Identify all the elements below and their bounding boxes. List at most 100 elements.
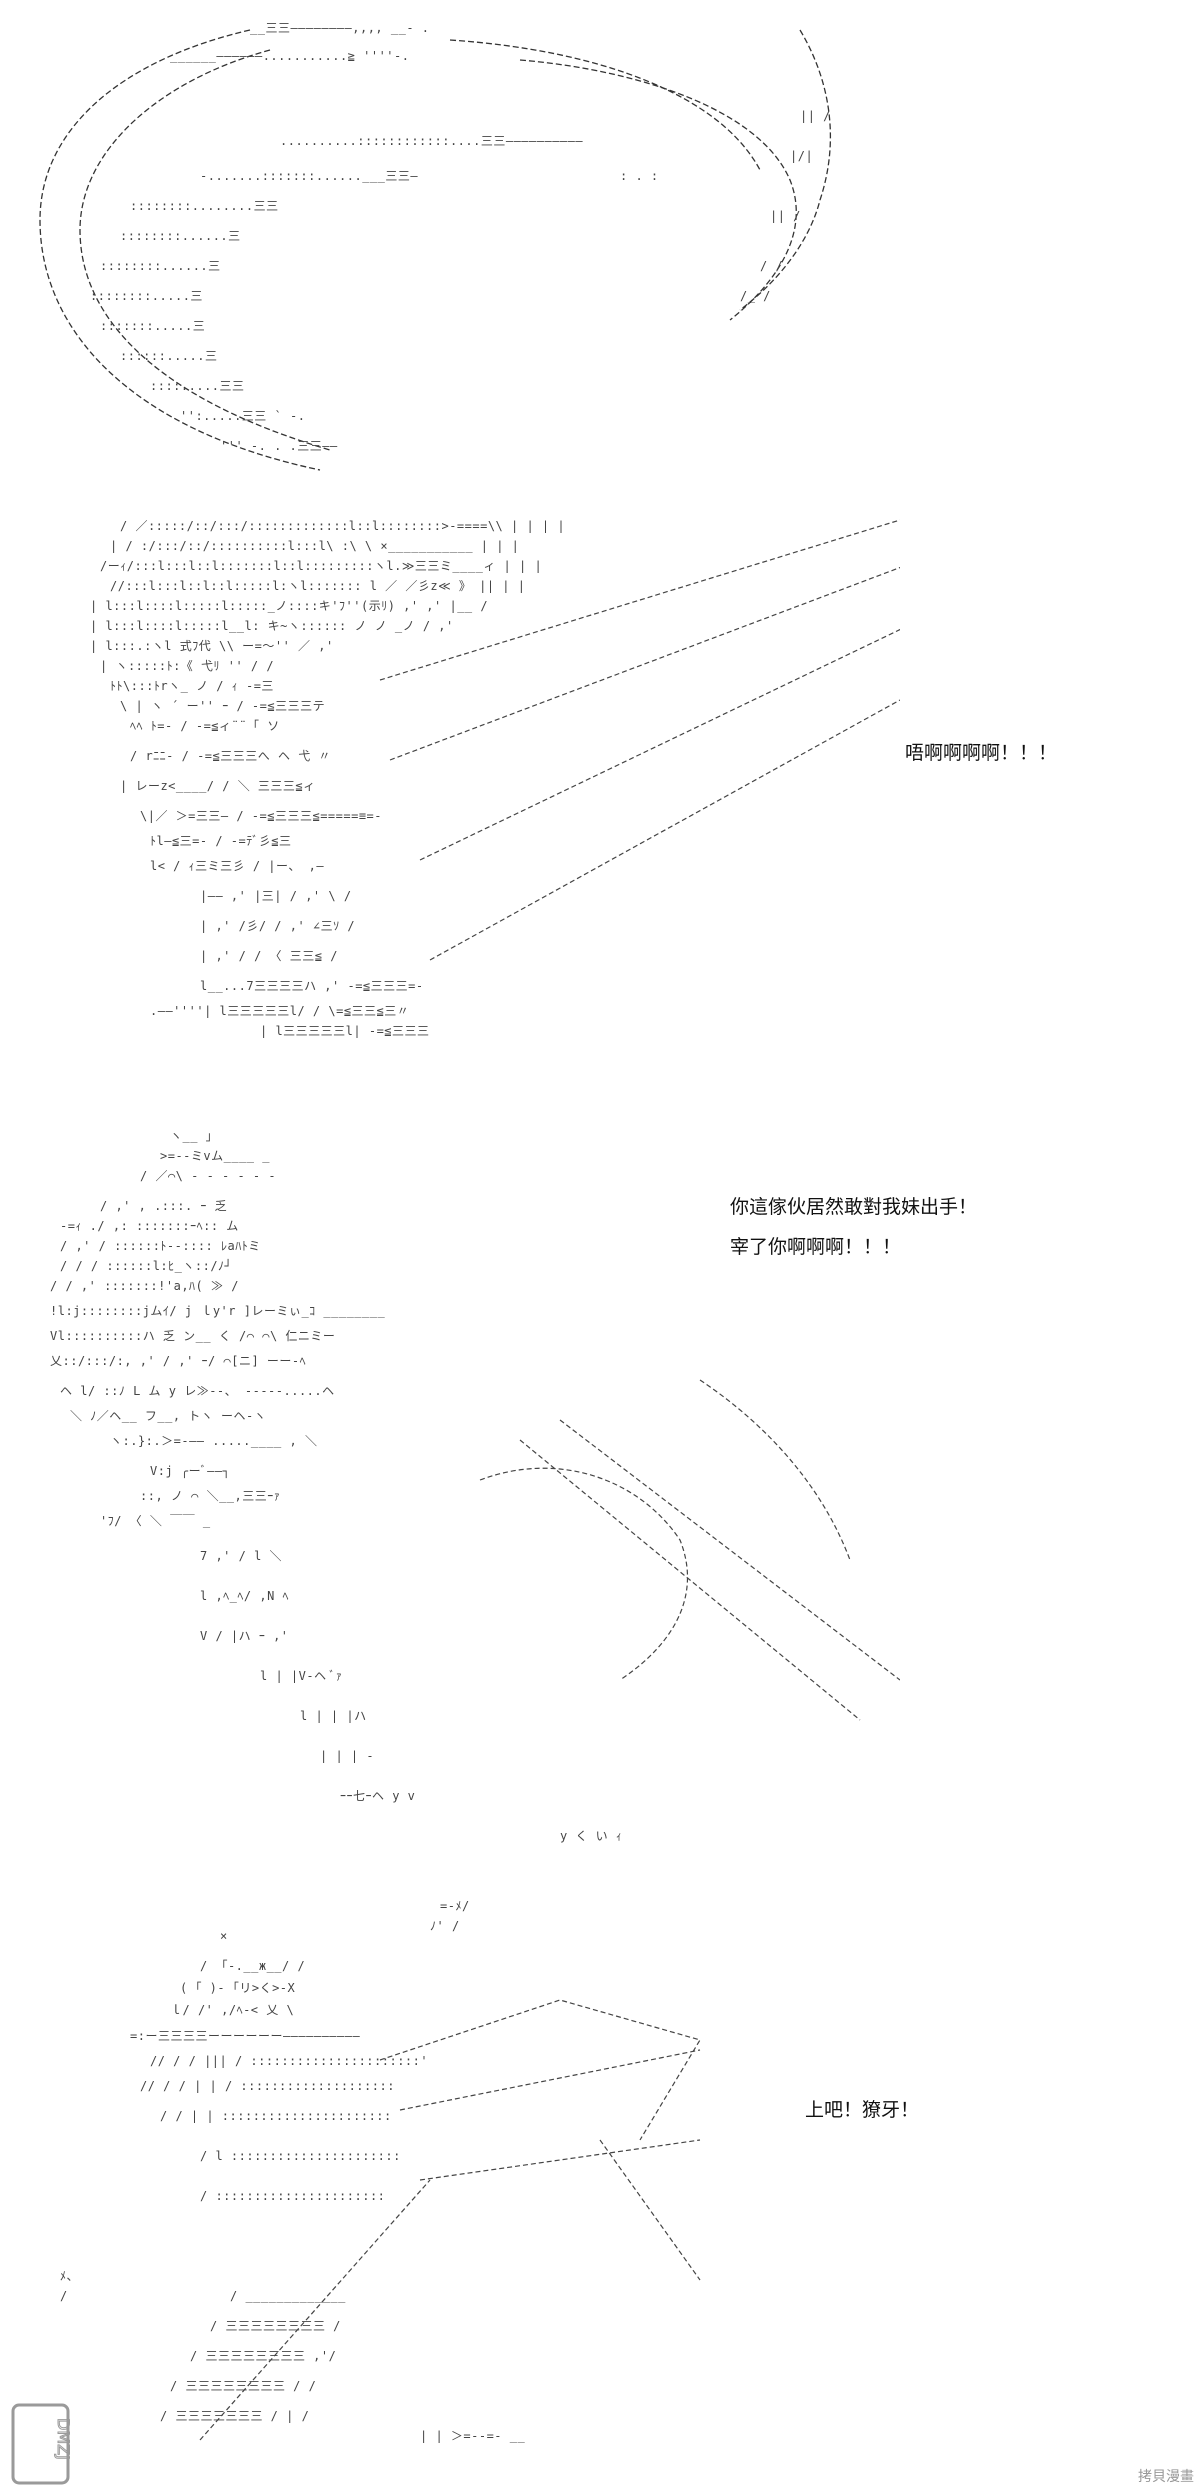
svg-text:!l:j::::::::jムｲ/ j ｌy'r ]レ: !l:j::::::::jムｲ/ j ｌy'r ]レーミぃ_ｺ ________ bbox=[50, 1304, 385, 1318]
svg-text:-=ｨ ./ ,: :::::::ｰﾍ:: ム: -=ｨ ./ ,: :::::::ｰﾍ:: ム bbox=[60, 1219, 239, 1233]
svg-text:/ / ,' :::::::!'a,ﾊ( ≫: / / ,' :::::::!'a,ﾊ( ≫ / bbox=[50, 1279, 239, 1293]
svg-text:| | | ‐: | | | ‐ bbox=[320, 1749, 374, 1763]
fang-weapon-art: =-ﾒ/ ﾉ' / × / 「-.__ж__/ / ( ｢ )- ｢リ>く>-X… bbox=[60, 1899, 701, 2443]
crescent-slash-art: __三三————————,,,, __- . ______——————.....… bbox=[39, 21, 832, 471]
svg-text:/ 三三三三三三三三 ,'/: / 三三三三三三三三 ,'/ bbox=[190, 2349, 336, 2363]
svg-text:/ 三三三三三三三三 / /: / 三三三三三三三三 / / bbox=[170, 2379, 316, 2393]
svg-text:/ _____________: / _____________ bbox=[230, 2289, 346, 2303]
svg-text:ﾒ、: ﾒ、 bbox=[60, 2269, 79, 2283]
svg-text:l | |V-ヘ ﾞｧ: l | |V-ヘ ﾞｧ bbox=[260, 1669, 342, 1683]
svg-text:::::::::......三: ::::::::......三 bbox=[120, 229, 241, 243]
svg-text:// / / ||| / :::::::::::::: // / / ||| / ::::::::::::::::::::::' bbox=[150, 2054, 428, 2068]
svg-text:.——''''| l三三三三三l/ / \=≦三三≦: .——''''| l三三三三三l/ / \=≦三三≦三〃 bbox=[150, 1004, 409, 1018]
svg-text:______——————...........≧ ''''-: ______——————...........≧ ''''-. bbox=[170, 49, 409, 63]
svg-text:/ / / ::::::l:ﾋ_ヽ::/ﾉ┘: / / / ::::::l:ﾋ_ヽ::/ﾉ┘ bbox=[60, 1258, 232, 1273]
svg-text:ﾄﾄ\:::ﾄrヽ_ ノ / ｨ: ﾄﾄ\:::ﾄrヽ_ ノ / ｨ -=三 bbox=[110, 679, 274, 693]
svg-text:'':.....三三 ` -.: '':.....三三 ` -. bbox=[180, 409, 305, 423]
svg-text:×: × bbox=[220, 1929, 228, 1943]
svg-text:// / / | | / :::::::::::::: // / / | | / :::::::::::::::::::: bbox=[140, 2079, 395, 2093]
svg-text:/_ /: /_ / bbox=[740, 289, 771, 303]
svg-text:ｌ/ /' ,/ﾍ-< 乂 \: ｌ/ /' ,/ﾍ-< 乂 \ bbox=[170, 2003, 294, 2017]
svg-text:V / |ハ ｰ ,': V / |ハ ｰ ,' bbox=[200, 1629, 289, 1643]
svg-text:7 ,' / l ＼: 7 ,' / l ＼ bbox=[200, 1549, 282, 1563]
svg-text:\|／ ＞=三三— / -=≦三三三≦=====≡=: \|／ ＞=三三— / -=≦三三三≦=====≡=- bbox=[140, 809, 382, 823]
svg-text:| l:::l::::l:::::l:::::_ノ::::キ: | l:::l::::l:::::l:::::_ノ::::キ'ﾌ''(示ﾘ) ,… bbox=[90, 599, 488, 613]
svg-text:|—— ,' |三| / ,': |—— ,' |三| / ,' \ / bbox=[200, 889, 352, 903]
panel-crescent-slash: __三三————————,,,, __- . ______——————.....… bbox=[0, 0, 1200, 500]
svg-text:..........::::::::::::....三三——: ..........::::::::::::....三三—————————— bbox=[280, 134, 583, 148]
svg-text:/ ／⌒\ ‐ ‐ ‐ ‐ ‐ -: / ／⌒\ ‐ ‐ ‐ ‐ ‐ - bbox=[140, 1169, 276, 1183]
svg-text:| | ＞=--=- __: | | ＞=--=- __ bbox=[420, 2429, 525, 2443]
svg-text:l | | |ハ: l | | |ハ bbox=[300, 1709, 367, 1723]
svg-text:l ,ﾍ_ﾍ/ ,N ﾍ: l ,ﾍ_ﾍ/ ,N ﾍ bbox=[200, 1589, 289, 1603]
svg-text:y く い ｨ: y く い ｨ bbox=[560, 1829, 622, 1843]
svg-text:| l:::l::::l:::::l__l: キ~ヽ::::: | l:::l::::l:::::l__l: キ~ヽ:::::: ノ ノ _ノ … bbox=[90, 619, 454, 633]
svg-text:>=--ミvム____ _: >=--ミvム____ _ bbox=[160, 1149, 270, 1163]
svg-text:l< / ｨ三ミ三彡 / |ー、 ,: l< / ｨ三ミ三彡 / |ー、 ,— bbox=[150, 859, 324, 873]
svg-text:| / :/:::/::/::::::::::l:::l\: | / :/:::/::/::::::::::l:::l\ :\ \ ×____… bbox=[110, 539, 519, 553]
panel-grab-threat: ヽ__ ｣ >=--ミvム____ _ / ／⌒\ ‐ ‐ ‐ ‐ ‐ - / … bbox=[0, 1120, 1200, 1880]
svg-text:| ,' /彡/ / ,' ∠三ｿ: | ,' /彡/ / ,' ∠三ｿ / bbox=[200, 919, 355, 933]
svg-text:ヽ:.}:.＞=-—— .....____ ,: ヽ:.}:.＞=-—— .....____ , ＼ bbox=[110, 1434, 317, 1448]
svg-text:/ ／:::::/::/:::/:::::::::::::l: / ／:::::/::/:::/:::::::::::::l::l:::::::… bbox=[120, 519, 565, 533]
svg-text:V:j ╭ーﾞ——┐: V:j ╭ーﾞ——┐ bbox=[150, 1464, 230, 1478]
svg-text:/ rﾆﾆ- / -=≦三三三へ ヘ 弋: / rﾆﾆ- / -=≦三三三へ ヘ 弋 〃 bbox=[130, 749, 331, 763]
svg-text:l__...7三三三三ハ ,' -=≦三三三=-: l__...7三三三三ハ ,' -=≦三三三=- bbox=[200, 979, 424, 993]
svg-text:|/|: |/| bbox=[790, 149, 813, 163]
svg-text:ヽ__ ｣: ヽ__ ｣ bbox=[170, 1129, 212, 1143]
dmzj-logo: DMZJ bbox=[11, 2403, 74, 2485]
angry-line-1: 你這傢伙居然敢對我妹出手！ bbox=[730, 1196, 978, 1218]
svg-text:ヘ l/ ::ﾉ L ム y レ: ヘ l/ ::ﾉ L ム y レ≫--、 ‐----.....ヘ bbox=[60, 1384, 335, 1398]
svg-text://:::l:::l::l::l:::::l:ヽl:::::: //:::l:::l::l::l:::::l:ヽl::::::: l ／ ／彡z… bbox=[110, 579, 525, 593]
svg-text:/ ,' / ::::::ﾄ--:::: ﾚaﾊﾄミ: / ,' / ::::::ﾄ--:::: ﾚaﾊﾄミ bbox=[60, 1239, 261, 1253]
svg-text:/ 三三三三三三三三 /: / 三三三三三三三三 / bbox=[210, 2319, 341, 2333]
svg-text:::::.....三三: ::::.....三三 bbox=[150, 379, 245, 393]
svg-text:__三三————————,,,, __- .: __三三————————,,,, __- . bbox=[250, 21, 430, 35]
svg-text:'ﾌ/ 〈 ＼ ￣￣ _: 'ﾌ/ 〈 ＼ ￣￣ _ bbox=[100, 1514, 211, 1528]
svg-text:ｰｰ七ｰヘ y v: ｰｰ七ｰヘ y v bbox=[340, 1789, 415, 1803]
svg-text:/ / | | ::::::::::::::::::: / / | | :::::::::::::::::::::: bbox=[160, 2109, 392, 2123]
svg-text:| ,' / / 〈 三三≦ /: | ,' / / 〈 三三≦ / bbox=[200, 949, 338, 963]
svg-text:Vl::::::::::ハ 乏 ン: Vl::::::::::ハ 乏 ン__ く /⌒ ⌒\ 仁ニミー bbox=[50, 1329, 335, 1343]
svg-text:|| /: || / bbox=[800, 109, 831, 123]
svg-text:/ーｨ/:::l:::l::l:::::::l::l::::: /ーｨ/:::l:::l::l:::::::l::l:::::::::ヽl.≫三… bbox=[100, 559, 542, 573]
svg-text:ﾄl—≦三=- / -=ﾃﾞ彡≦三: ﾄl—≦三=- / -=ﾃﾞ彡≦三 bbox=[150, 834, 291, 848]
svg-text:| l:::.:ヽl 式ﾌ代 \\ ー=～'': | l:::.:ヽl 式ﾌ代 \\ ー=～'' ／ ,' bbox=[90, 639, 334, 653]
svg-text:| レーz<____/ / ＼ 三三三≦ィ: | レーz<____/ / ＼ 三三三≦ィ bbox=[120, 779, 316, 793]
svg-text:/ /: / / bbox=[760, 259, 783, 273]
svg-text:=-ﾒ/: =-ﾒ/ bbox=[440, 1899, 470, 1913]
svg-text:-.......:::::::......___三三—: -.......:::::::......___三三— bbox=[200, 169, 418, 183]
attacking-character-art: / ／:::::/::/:::/:::::::::::::l::l:::::::… bbox=[90, 519, 900, 1038]
svg-text:|| /: || / bbox=[770, 209, 801, 223]
svg-text:::::::.....三: ::::::.....三 bbox=[120, 349, 217, 363]
svg-text:/ 「-.__ж__/ /: / 「-.__ж__/ / bbox=[200, 1959, 305, 1973]
svg-text:: . :: : . : bbox=[620, 169, 659, 183]
svg-text:/ 三三三三三三三 / | /: / 三三三三三三三 / | / bbox=[160, 2409, 309, 2423]
dmzj-logo-text: DMZJ bbox=[54, 2418, 73, 2460]
angry-line-2: 宰了你啊啊啊！！！ bbox=[730, 1236, 902, 1258]
svg-text:::::::::.....三: ::::::::.....三 bbox=[90, 289, 203, 303]
svg-text:''' -. . .三三——: ''' -. . .三三—— bbox=[220, 439, 338, 453]
svg-text:=:ー三三三三ーーーーーー——————————: =:ー三三三三ーーーーーー—————————— bbox=[130, 2029, 360, 2043]
svg-text:/ ::::::::::::::::::::::: / :::::::::::::::::::::: bbox=[200, 2189, 385, 2203]
svg-text:ﾉ' /: ﾉ' / bbox=[430, 1919, 460, 1933]
shout-text: 唔啊啊啊啊！！！ bbox=[905, 742, 1058, 764]
site-watermark: 拷貝漫畫 bbox=[1138, 2469, 1194, 2485]
svg-text:/ ,' , .:::. ｰ 乏: / ,' , .:::. ｰ 乏 bbox=[100, 1199, 227, 1213]
svg-text:| ヽ:::::ﾄ:《 弋ﾘ '' /: | ヽ:::::ﾄ:《 弋ﾘ '' / / bbox=[100, 659, 274, 673]
svg-text:乂::/:::/:, ,' / ,': 乂::/:::/:, ,' / ,' ｰ/ ⌒[ニ] ーー-ﾍ bbox=[50, 1354, 306, 1368]
panel-fang-weapon: =-ﾒ/ ﾉ' / × / 「-.__ж__/ / ( ｢ )- ｢リ>く>-X… bbox=[0, 1880, 1200, 2492]
svg-text:::, ノ ⌒ ＼__,三三ｰｧ: ::, ノ ⌒ ＼__,三三ｰｧ bbox=[140, 1489, 280, 1503]
svg-text:( ｢ )- ｢リ>く>-X: ( ｢ )- ｢リ>く>-X bbox=[180, 1981, 296, 1995]
svg-text:\ | ヽ ´ ー'' ｰ / -=≦三三: \ | ヽ ´ ー'' ｰ / -=≦三三三テ bbox=[120, 699, 325, 713]
svg-text:/: / bbox=[60, 2289, 68, 2303]
svg-text:＼ ﾉ／ヘ__ フ__, トヽ: ＼ ﾉ／ヘ__ フ__, トヽ ーヘ-ヽ bbox=[70, 1409, 266, 1423]
svg-text:::::::::......三: ::::::::......三 bbox=[100, 259, 221, 273]
panel-attack-shout: / ／:::::/::/:::/:::::::::::::l::l:::::::… bbox=[0, 500, 1200, 1120]
svg-text:| l三三三三三l| ‐=≦三三三: | l三三三三三l| ‐=≦三三三 bbox=[260, 1024, 430, 1038]
battle-cry-text: 上吧！獠牙！ bbox=[805, 2099, 920, 2121]
grabbing-character-art: ヽ__ ｣ >=--ミvム____ _ / ／⌒\ ‐ ‐ ‐ ‐ ‐ - / … bbox=[50, 1129, 900, 1843]
svg-text:/ l :::::::::::::::::::::: / l :::::::::::::::::::::: bbox=[200, 2149, 401, 2163]
svg-text:ﾍﾍ ﾄ=- / -=≦ィ¨¨「 ソ: ﾍﾍ ﾄ=- / -=≦ィ¨¨「 ソ bbox=[130, 719, 280, 733]
svg-text:::::::::........三三: ::::::::........三三 bbox=[130, 199, 279, 213]
